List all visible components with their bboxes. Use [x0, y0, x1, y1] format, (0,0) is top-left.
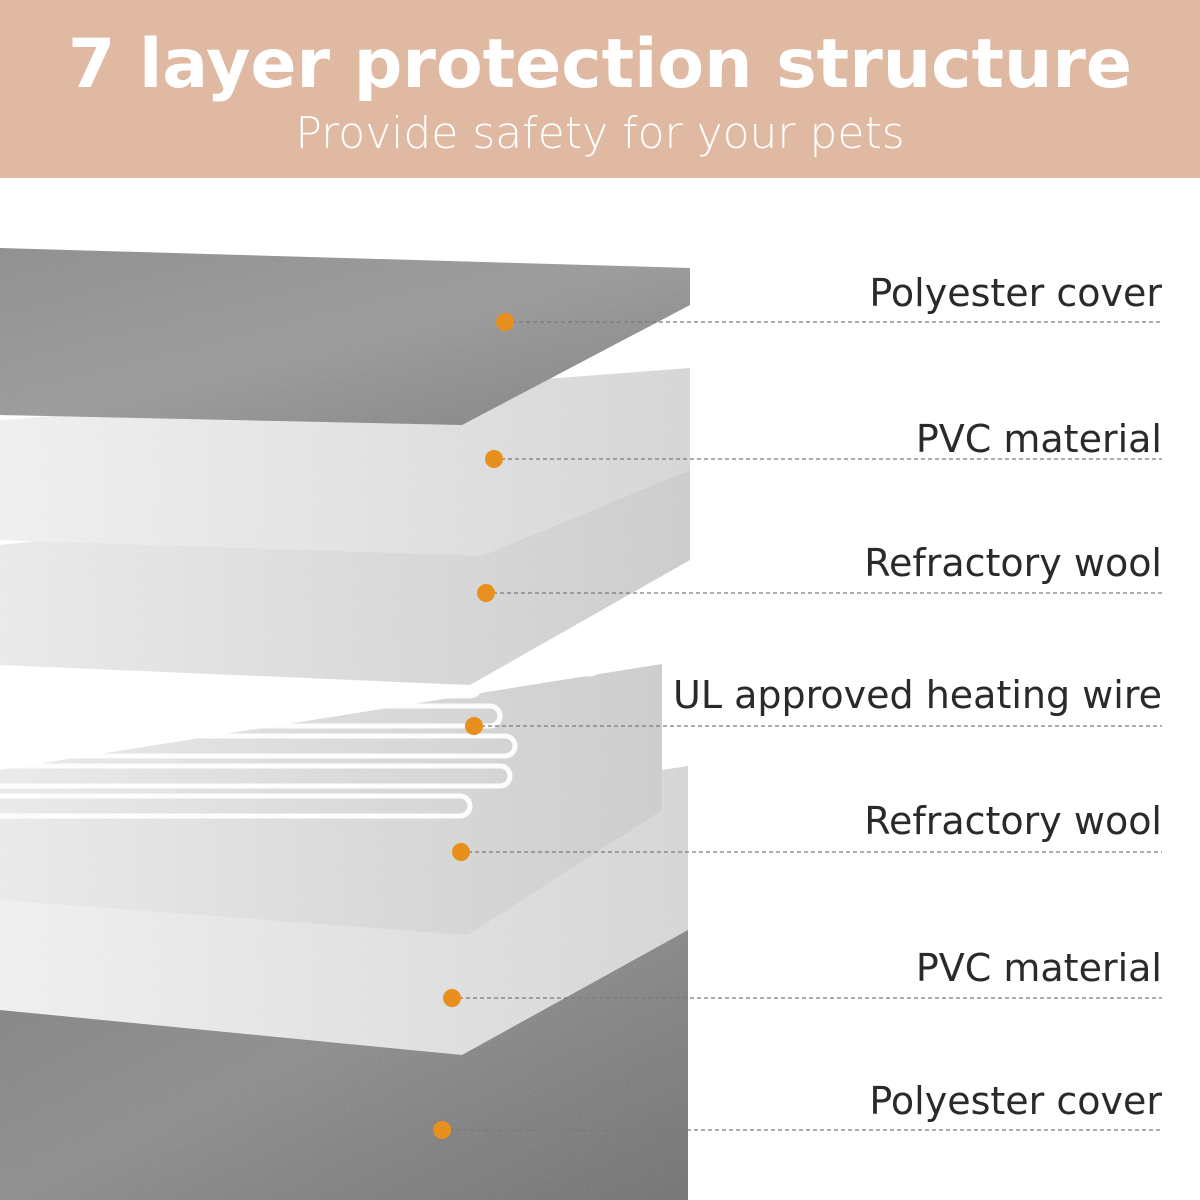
layer-label-4: UL approved heating wire — [673, 673, 1162, 717]
layer-label-7: Polyester cover — [869, 1079, 1162, 1123]
layer-markers — [433, 313, 514, 1139]
layer-sheet-5 — [0, 664, 662, 935]
marker-dot-7 — [433, 1121, 451, 1139]
marker-dot-4 — [465, 717, 483, 735]
marker-dot-1 — [496, 313, 514, 331]
marker-dot-6 — [443, 989, 461, 1007]
page-title: 7 layer protection structure — [67, 25, 1133, 104]
layer-label-5: Refractory wool — [864, 799, 1162, 843]
layer-sheet-1 — [0, 248, 690, 425]
header-banner: 7 layer protection structure Provide saf… — [0, 0, 1200, 178]
layer-label-2: PVC material — [915, 417, 1162, 461]
marker-dot-3 — [477, 584, 495, 602]
leader-lines — [442, 321, 1162, 1131]
layer-label-1: Polyester cover — [869, 271, 1162, 315]
layer-label-3: Refractory wool — [864, 541, 1162, 585]
layer-label-6: PVC material — [915, 946, 1162, 990]
marker-dot-2 — [485, 450, 503, 468]
marker-dot-5 — [452, 843, 470, 861]
page-subtitle: Provide safety for your pets — [295, 108, 905, 159]
